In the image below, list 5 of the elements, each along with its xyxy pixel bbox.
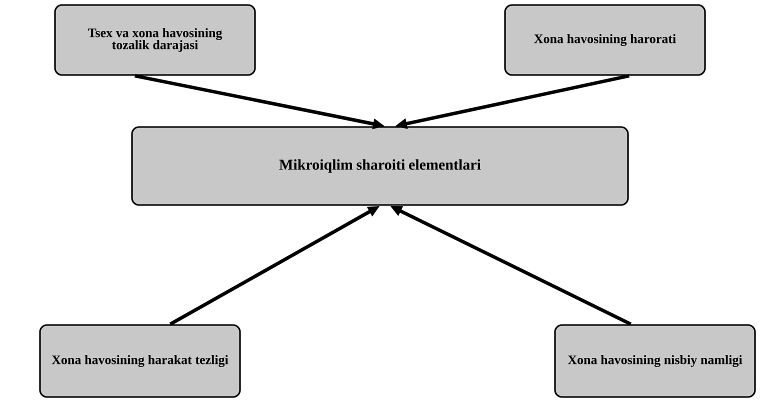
text-box: Xona havosining harorati <box>504 4 706 76</box>
text-box: Mikroiqlim sharoiti elementlari <box>131 126 629 206</box>
text-box: Tsex va xona havosining tozalik darajasi <box>54 4 256 76</box>
text-box: Xona havosining nisbiy namligi <box>554 324 756 398</box>
text-box: Xona havosining harakat tezligi <box>39 324 241 398</box>
